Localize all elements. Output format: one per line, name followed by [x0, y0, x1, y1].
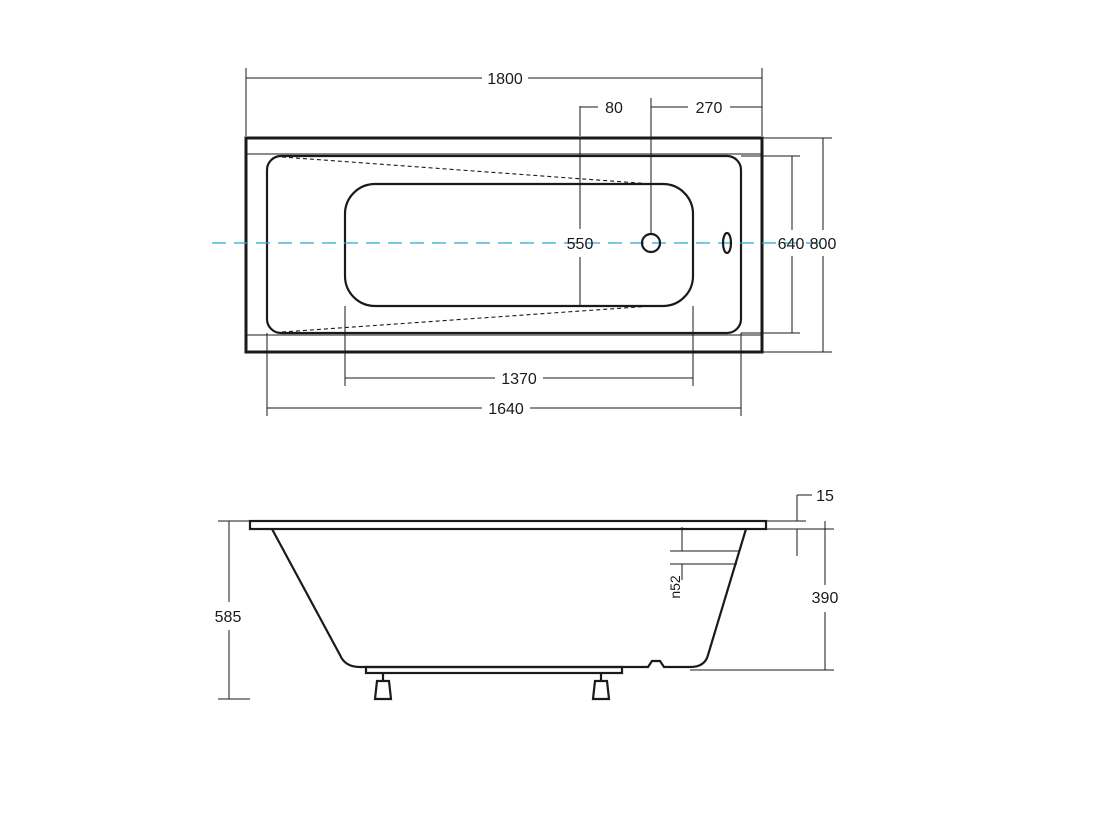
- top-view: 1800 80 270 550 640: [212, 68, 836, 418]
- dim-label-270: 270: [696, 100, 723, 117]
- dim-label-800: 800: [810, 236, 837, 253]
- dim-label-1800: 1800: [487, 71, 523, 88]
- backrest-slope-line-top: [281, 156, 653, 185]
- dim-label-550: 550: [567, 236, 594, 253]
- dimension-inner-depth: 390: [690, 521, 839, 671]
- dimension-overflow-height: n52: [667, 527, 740, 599]
- dimension-drain-offset-end: 270: [650, 98, 763, 234]
- dim-label-640: 640: [778, 236, 805, 253]
- dim-label-1370: 1370: [501, 371, 537, 388]
- backrest-slope-line-bottom: [281, 305, 653, 333]
- dimension-inner-length: 1370: [344, 306, 694, 388]
- dimension-inner-width: 550: [567, 138, 594, 306]
- dimension-overall-width: 800: [762, 137, 837, 353]
- dimension-rim-thickness: 15: [766, 488, 834, 556]
- dim-label-n52: n52: [667, 575, 683, 599]
- side-rim: [248, 519, 768, 531]
- dimension-overall-length: 1800: [245, 68, 763, 136]
- side-view: 585 15 n52 390: [215, 488, 839, 701]
- overflow-icon: [721, 231, 733, 255]
- dim-label-585: 585: [215, 609, 242, 626]
- dimension-basin-width: 640: [741, 155, 805, 334]
- leg-right-icon: [591, 673, 611, 701]
- outer-rim-outline: [244, 136, 764, 354]
- dimension-basin-length: 1640: [266, 333, 742, 418]
- leg-left-icon: [373, 673, 393, 701]
- inner-bottom-outline: [343, 182, 695, 308]
- dim-label-15: 15: [816, 488, 834, 505]
- tub-body-outline: [271, 528, 748, 669]
- dimension-drain-offset-small: 80: [579, 100, 623, 136]
- dimension-total-height: 585: [215, 520, 256, 700]
- dim-label-1640: 1640: [488, 401, 524, 418]
- dim-label-390: 390: [812, 590, 839, 607]
- support-frame: [364, 665, 624, 675]
- basin-outline: [265, 154, 743, 335]
- dim-label-80: 80: [605, 100, 623, 117]
